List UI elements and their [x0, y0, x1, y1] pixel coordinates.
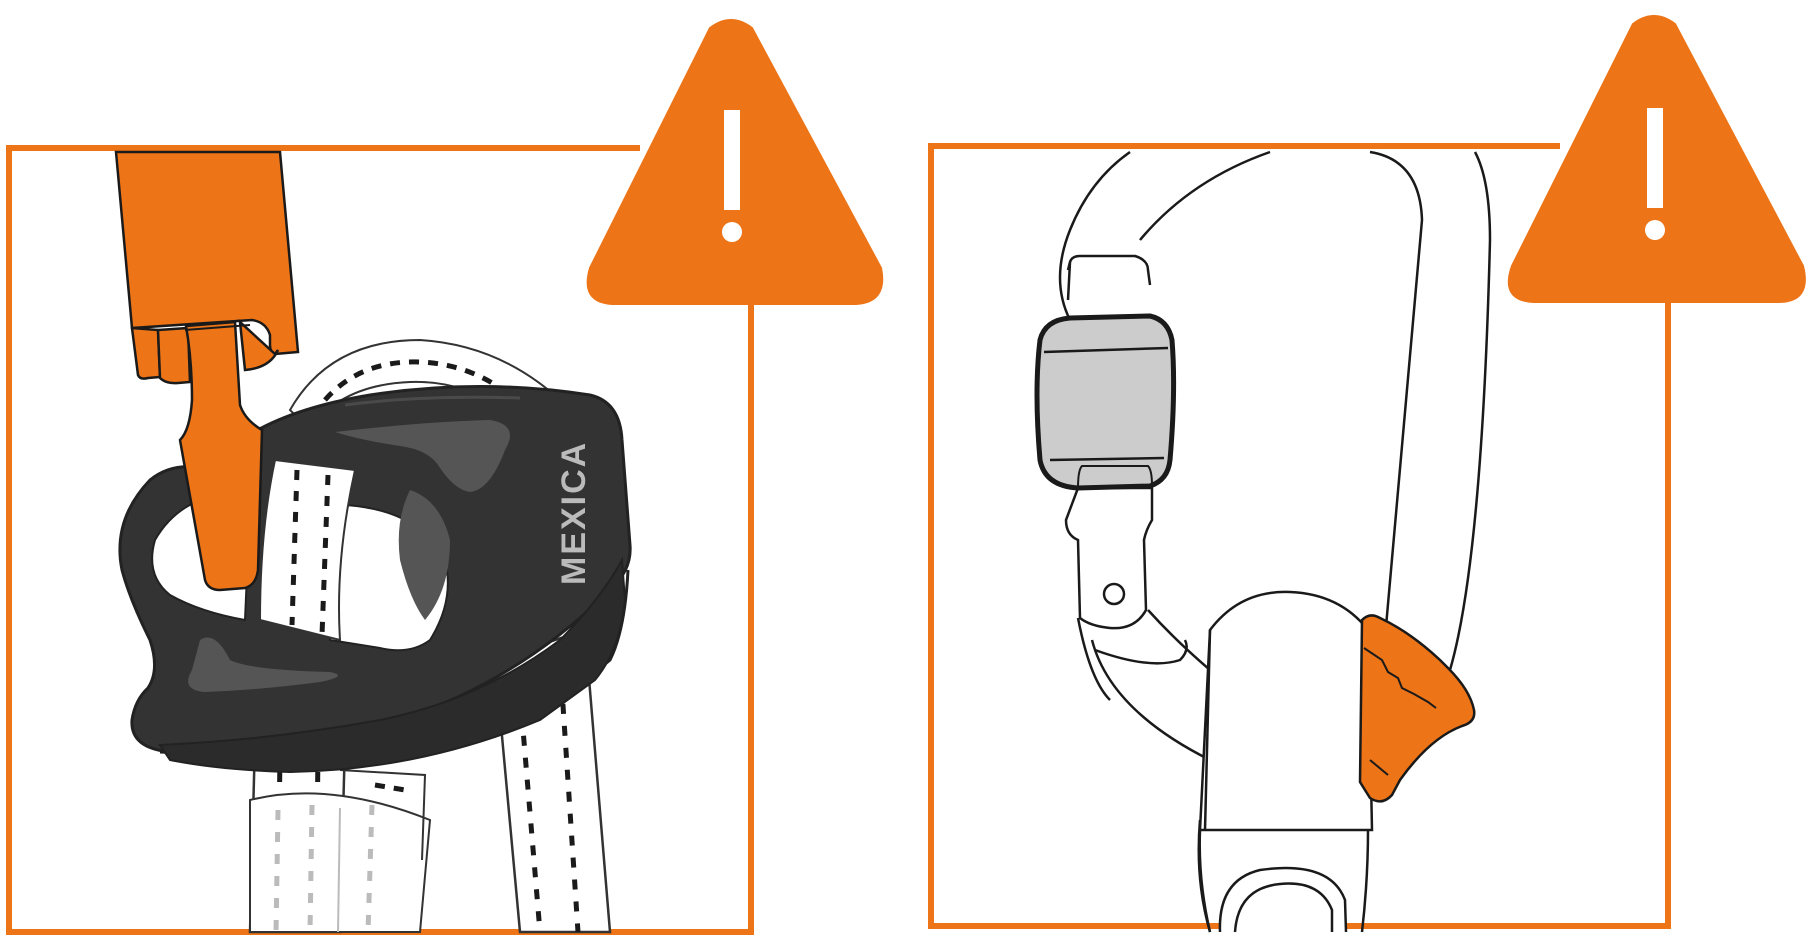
exclamation-icon	[1647, 108, 1663, 208]
carabiner	[1037, 152, 1490, 932]
exclamation-icon	[724, 110, 740, 210]
exclamation-dot	[722, 222, 742, 242]
brand-label: MEXICA	[555, 441, 593, 585]
gate-rivet	[1104, 584, 1124, 604]
locking-sleeve	[1037, 316, 1174, 488]
exclamation-dot	[1645, 220, 1665, 240]
left-panel: MEXICA !	[0, 0, 882, 932]
